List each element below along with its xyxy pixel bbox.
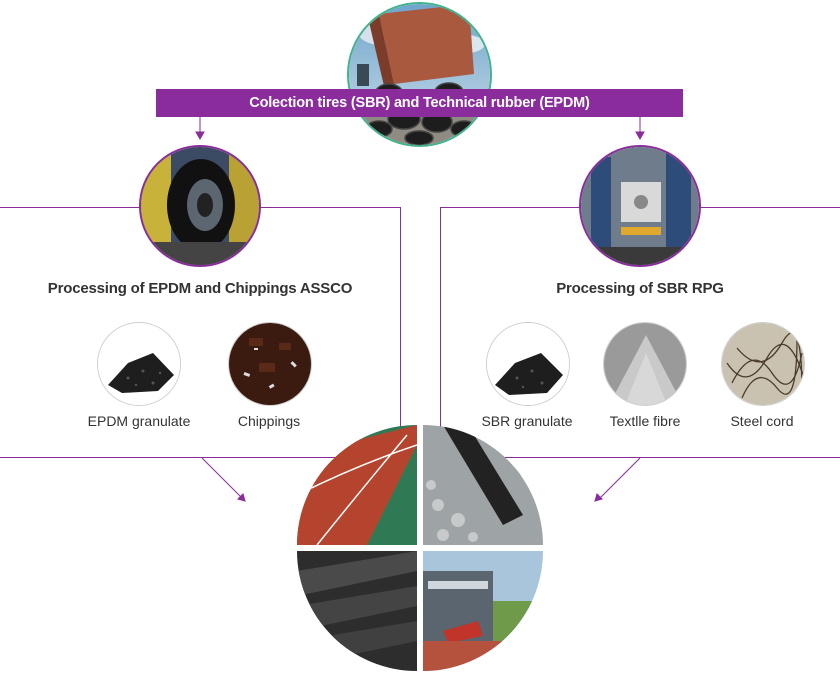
banner-label: Colection tires (SBR) and Technical rubb… bbox=[249, 95, 590, 111]
tire-processing-photo bbox=[139, 145, 261, 267]
chippings-image bbox=[228, 322, 312, 406]
steel-cord-label: Steel cord bbox=[730, 413, 794, 429]
sbr-plant-photo bbox=[579, 145, 701, 267]
epdm-granulate-image bbox=[97, 322, 181, 406]
textile-fibre-image bbox=[603, 322, 687, 406]
textile-fibre-label: Textlle fibre bbox=[609, 413, 681, 429]
epdm-granulate-label: EPDM granulate bbox=[87, 413, 191, 429]
epdm-panel-title: Processing of EPDM and Chippings ASSCO bbox=[47, 280, 353, 297]
sbr-granulate-label: SBR granulate bbox=[481, 413, 573, 429]
sbr-panel-title: Processing of SBR RPG bbox=[556, 280, 724, 297]
sbr-granulate-image bbox=[486, 322, 570, 406]
steel-cord-image bbox=[721, 322, 805, 406]
chippings-label: Chippings bbox=[237, 413, 301, 429]
applications-circle bbox=[297, 425, 543, 671]
collection-banner: Colection tires (SBR) and Technical rubb… bbox=[156, 89, 683, 117]
